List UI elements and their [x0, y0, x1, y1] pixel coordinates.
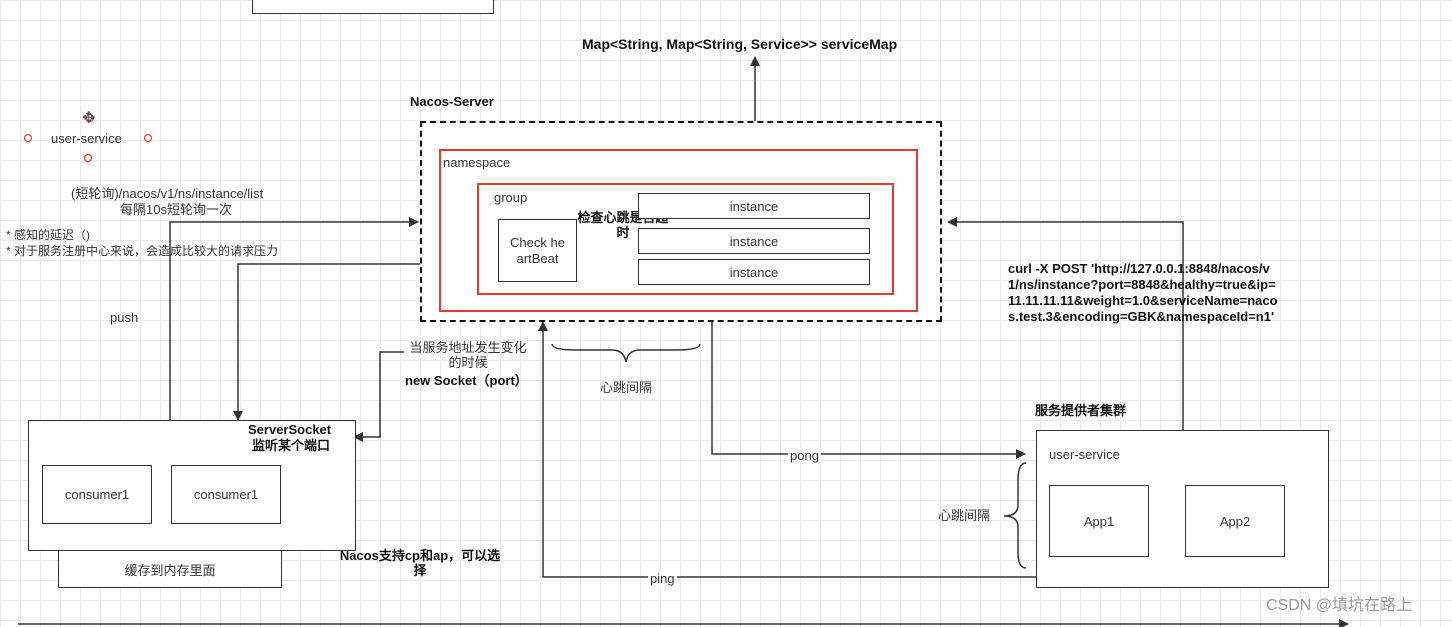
user-service-label[interactable]: user-service [51, 131, 122, 146]
new-socket-label: new Socket（port） [405, 373, 528, 388]
short-poll-interval: 每隔10s短轮询一次 [120, 202, 232, 217]
app-box[interactable]: App1 [1049, 485, 1149, 557]
watermark: CSDN @填坑在路上 [1266, 597, 1413, 614]
group-box [477, 183, 894, 295]
check-heartbeat-label: Check heartBeat [510, 234, 565, 266]
consumer-label: consumer1 [64, 487, 130, 502]
app-label: App1 [1083, 513, 1115, 529]
namespace-box [439, 149, 918, 312]
group-label: group [494, 190, 528, 205]
server-socket-desc: 监听某个端口 [252, 438, 331, 453]
address-change-note: 当服务地址发生变化的时候 [409, 340, 527, 370]
instance-box[interactable]: instance [638, 228, 870, 254]
provider-cluster-title: 服务提供者集群 [1035, 403, 1127, 418]
curl-command: curl -X POST 'http://127.0.0.1:8848/naco… [1008, 261, 1278, 324]
consumer-box[interactable]: consumer1 [171, 465, 281, 524]
push-label: push [110, 310, 139, 325]
pong-label: pong [788, 448, 821, 464]
move-cursor-icon: ✥ [82, 110, 96, 127]
instance-box[interactable]: instance [638, 259, 870, 285]
consumer-label: consumer1 [193, 487, 259, 502]
check-heartbeat-box[interactable]: Check heartBeat [498, 219, 577, 282]
ping-label: ping [648, 571, 677, 587]
consumer-box[interactable]: consumer1 [42, 465, 152, 524]
instance-box[interactable]: instance [638, 193, 870, 219]
cache-box: 缓存到内存里面 [58, 550, 282, 588]
cp-ap-note: Nacos支持cp和ap，可以选择 [339, 548, 501, 578]
nacos-server-title: Nacos-Server [410, 94, 494, 109]
service-map-label: Map<String, Map<String, Service>> servic… [582, 36, 898, 52]
instance-label: instance [729, 233, 779, 249]
short-poll-url: (短轮询)/nacos/v1/ns/instance/list [71, 186, 264, 201]
top-partial-box [252, 0, 494, 14]
provider-service-label: user-service [1049, 447, 1120, 462]
instance-label: instance [729, 264, 779, 280]
heartbeat-interval-top: 心跳间隔 [600, 380, 653, 395]
drawback-item: * 对于服务注册中心来说，会造成比较大的请求压力 [6, 244, 279, 258]
cache-label: 缓存到内存里面 [124, 562, 216, 578]
app-box[interactable]: App2 [1185, 485, 1285, 557]
namespace-label: namespace [443, 155, 511, 170]
drawback-item: * 感知的延迟（) [6, 228, 91, 242]
server-socket-title: ServerSocket [248, 422, 332, 437]
app-label: App2 [1219, 513, 1251, 529]
heartbeat-interval-side: 心跳间隔 [938, 508, 991, 523]
instance-label: instance [729, 198, 779, 214]
